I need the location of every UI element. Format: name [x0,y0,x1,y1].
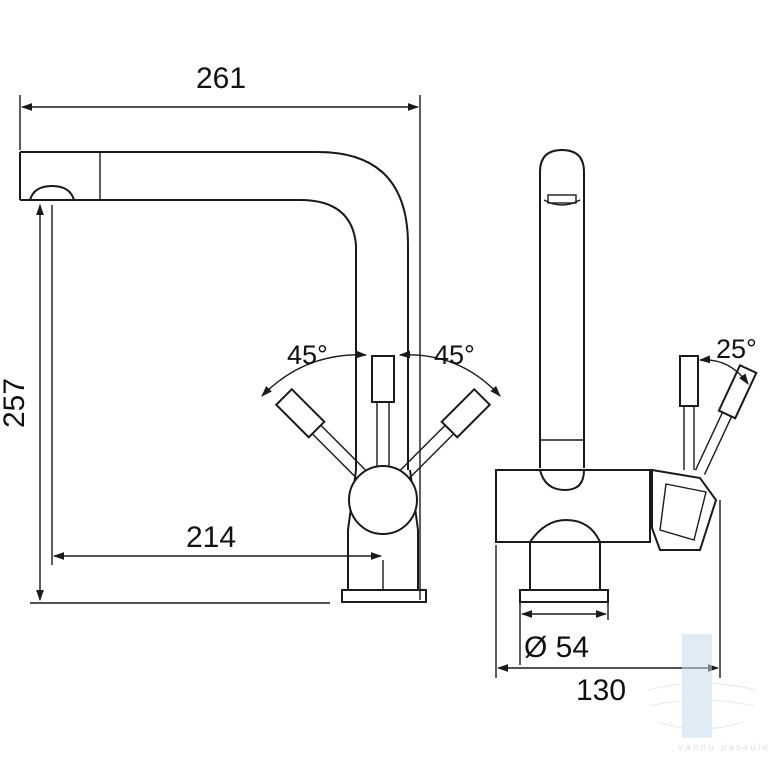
front-view: 45° 45° 261 257 214 [0,62,501,604]
spout-outline [20,151,409,470]
side-lever-upright [679,355,699,407]
angle-right-label: 45° [434,340,475,370]
angle-left-label: 45° [287,340,328,370]
dim-height-label: 257 [0,378,31,428]
side-view: 25° Ø 54 130 [495,148,758,707]
watermark-logo: vannu pasaule [647,634,768,753]
aerator [28,184,76,201]
side-neck [529,518,601,590]
side-base-plate [519,589,609,603]
dim-width-label: 261 [196,62,246,95]
angle-arc-right [398,350,501,397]
side-body [495,469,651,543]
angle-side-label: 25° [716,334,757,364]
svg-text:vannu pasaule: vannu pasaule [678,743,768,753]
side-cartridge [651,468,718,551]
lever-left-position [274,387,370,483]
dim-reach-label: 214 [186,521,236,554]
side-spout [539,148,585,468]
angle-arc-left [261,350,368,397]
base-plate [341,589,427,603]
dim-base-width-label: 130 [576,674,626,707]
handle-knob [348,465,418,535]
lever-center [371,355,395,403]
angle-arc-side [698,355,749,385]
lever-right-position [396,387,492,483]
dim-diameter-label: Ø 54 [524,631,589,664]
